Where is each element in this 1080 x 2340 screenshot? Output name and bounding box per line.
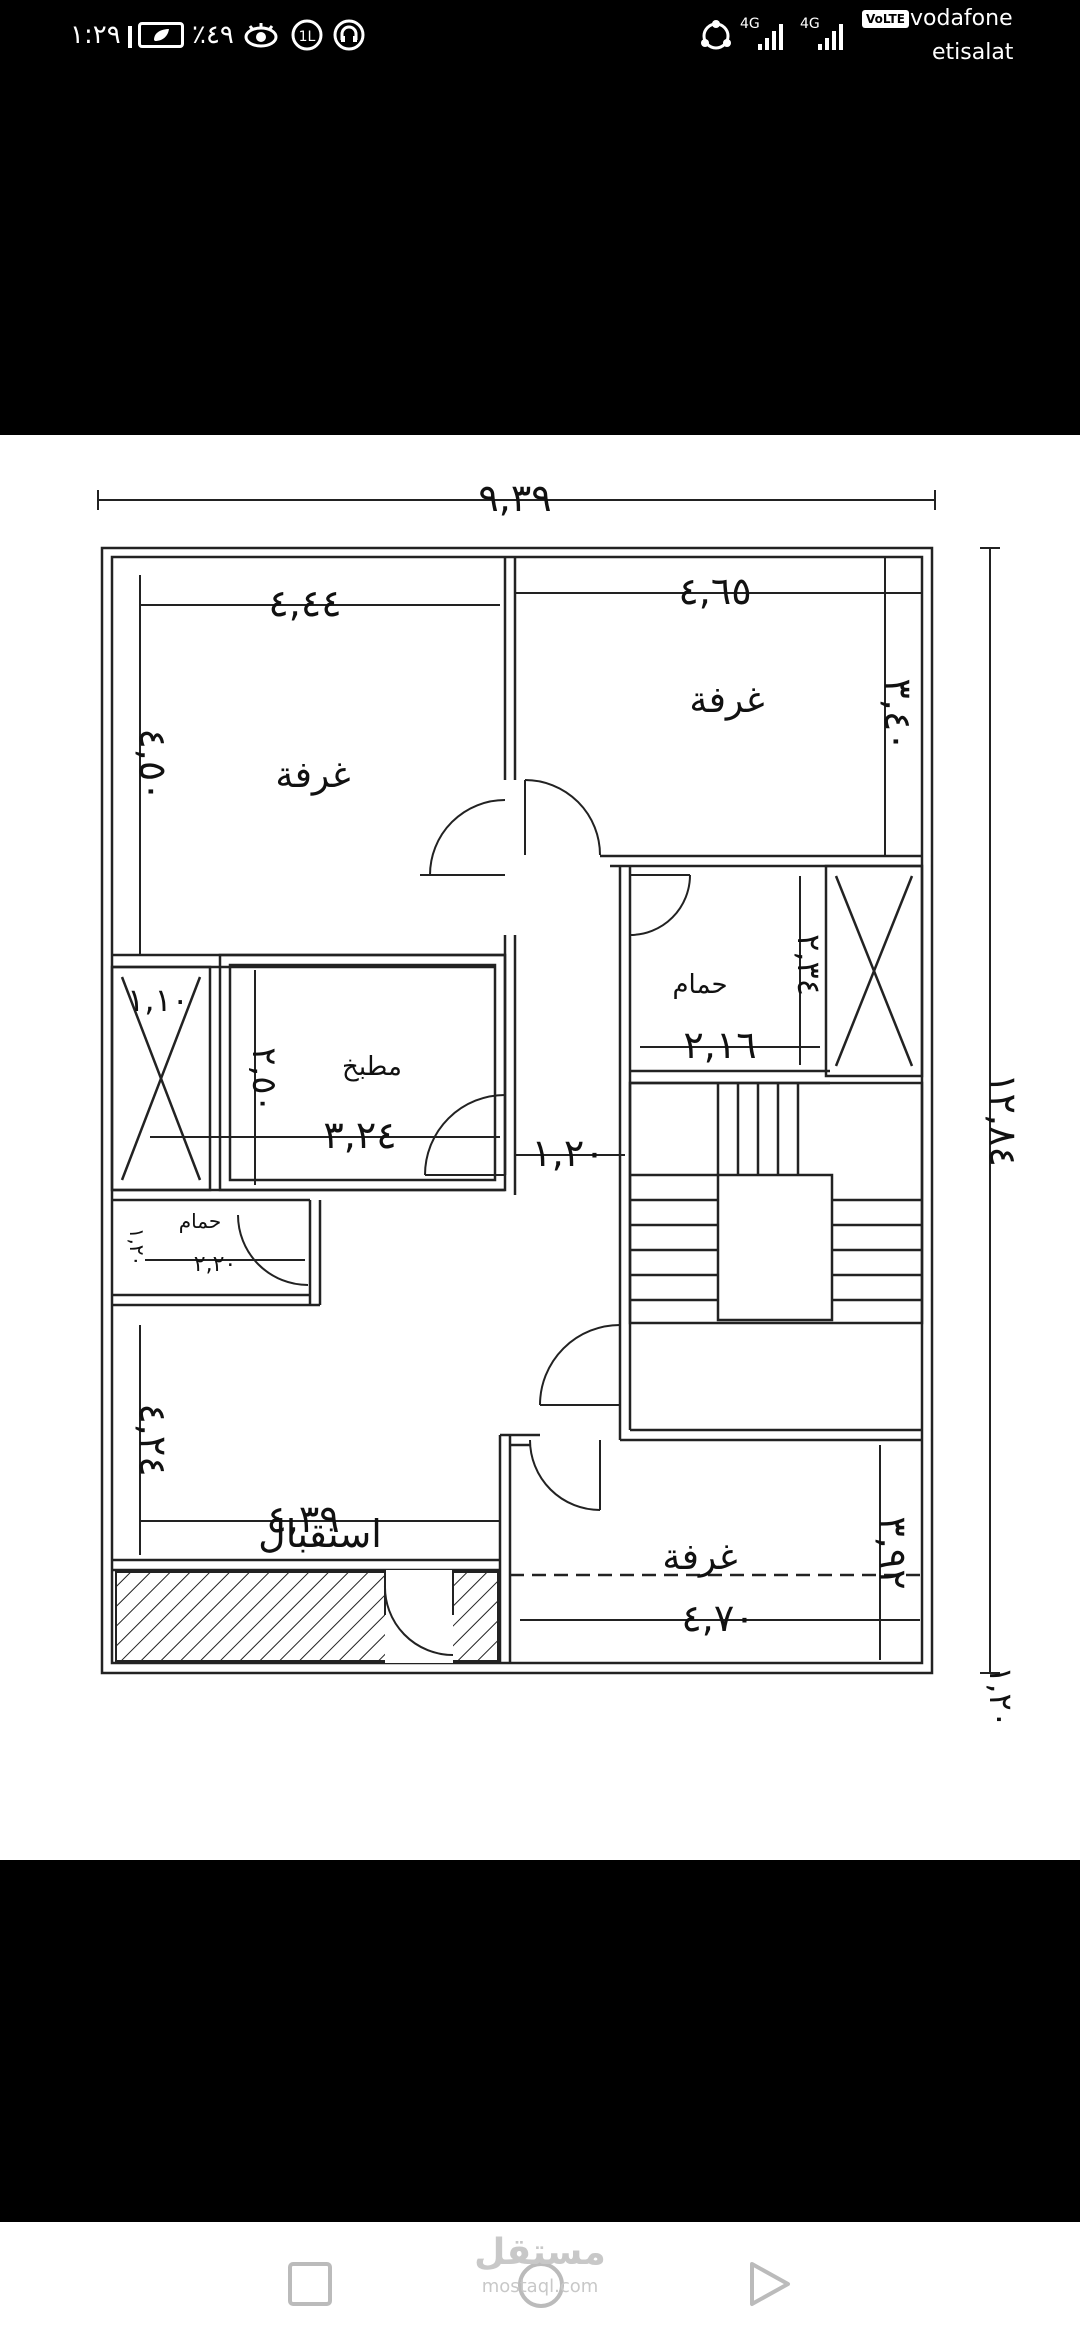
signal-icon: [758, 24, 783, 50]
room-top-left-height-dim: ٤,٥٠: [131, 728, 175, 801]
watermark-logo: مستقل: [474, 2232, 606, 2273]
headset-icon: [333, 19, 365, 51]
network-type-2: 4G: [800, 16, 820, 32]
bath-label-left: حمام: [179, 1209, 221, 1233]
reception-width-dim: ٤,٣٩: [266, 1497, 339, 1541]
outer-wall: [100, 546, 934, 1675]
bath-left-height-dim: ١,٢٠: [125, 1228, 149, 1267]
status-bar: ١:٢٩ ٪٤٩ 1L 4G 4G VoLTE vodafone etisala…: [0, 0, 1080, 80]
bottom-offset-dim: ١,٢٠: [982, 1666, 1020, 1728]
room-label-top-left: غرفة: [275, 755, 350, 796]
sim-icon: [128, 26, 132, 48]
hotspot-icon: [701, 20, 731, 50]
bath-right-height-dim: ٢,٣٤: [790, 934, 828, 996]
network-type-1: 4G: [740, 16, 760, 32]
data-saver-icon: 1L: [291, 19, 323, 51]
shaft-left-dim: ١,١٠: [127, 981, 189, 1019]
corridor-width-dim: ١,٢٠: [531, 1131, 604, 1175]
floor-plan-image: ٩,٣٩ ٤,٤٤ ٤,٦٥ ٣,٢٤ ١,٢٠ ٢,١٦ ٤,٣٩ ٤,٧٠ …: [0, 435, 1080, 1860]
room-label-top-right: غرفة: [689, 680, 764, 721]
home-button[interactable]: [516, 2260, 566, 2310]
room-bottom-right-width-dim: ٤,٧٠: [681, 1596, 754, 1640]
total-height-dim: ١٢,٨٤: [981, 1073, 1025, 1167]
room-bottom-right-height-dim: ٣,٩٢: [871, 1516, 915, 1589]
bath-right-width-dim: ٢,١٦: [683, 1023, 756, 1067]
floor-plan-drawing: ٩,٣٩ ٤,٤٤ ٤,٦٥ ٣,٢٤ ١,٢٠ ٢,١٦ ٤,٣٩ ٤,٧٠ …: [97, 476, 1025, 1728]
back-button[interactable]: [748, 2260, 794, 2308]
total-width-dim: ٩,٣٩: [478, 476, 551, 520]
svg-text:1L: 1L: [299, 29, 316, 45]
kitchen-width-dim: ٣,٢٤: [323, 1113, 396, 1157]
room-top-right-height-dim: ٣,٤٠: [876, 678, 920, 751]
kitchen-height-dim: ٢,٥٠: [244, 1047, 284, 1113]
bath-label-right: حمام: [672, 970, 727, 1000]
battery-saver-icon: [138, 22, 184, 48]
carrier-name-1: vodafone: [910, 6, 1013, 31]
volte-badge: VoLTE: [862, 10, 909, 28]
recent-apps-button[interactable]: [288, 2262, 332, 2306]
battery-percentage: ٪٤٩: [192, 20, 234, 50]
signal-icon: [818, 24, 843, 50]
watermark-url: mostaql.com: [481, 2276, 599, 2297]
room-top-left-width-dim: ٤,٤٤: [268, 581, 341, 625]
reception-label: استقبال: [258, 1512, 382, 1556]
eye-icon: [244, 23, 278, 48]
bath-left-width-dim: ٢,٢٠: [194, 1252, 236, 1277]
room-top-right-width-dim: ٤,٦٥: [678, 569, 751, 613]
kitchen-label: مطبخ: [342, 1052, 402, 1082]
carrier-name-2: etisalat: [932, 40, 1014, 65]
status-time: ١:٢٩: [70, 20, 121, 50]
reception-height-dim: ٤,٢٤: [131, 1403, 175, 1476]
navigation-bar: مستقل mostaql.com: [0, 2222, 1080, 2340]
room-label-bottom-right: غرفة: [662, 1537, 737, 1578]
